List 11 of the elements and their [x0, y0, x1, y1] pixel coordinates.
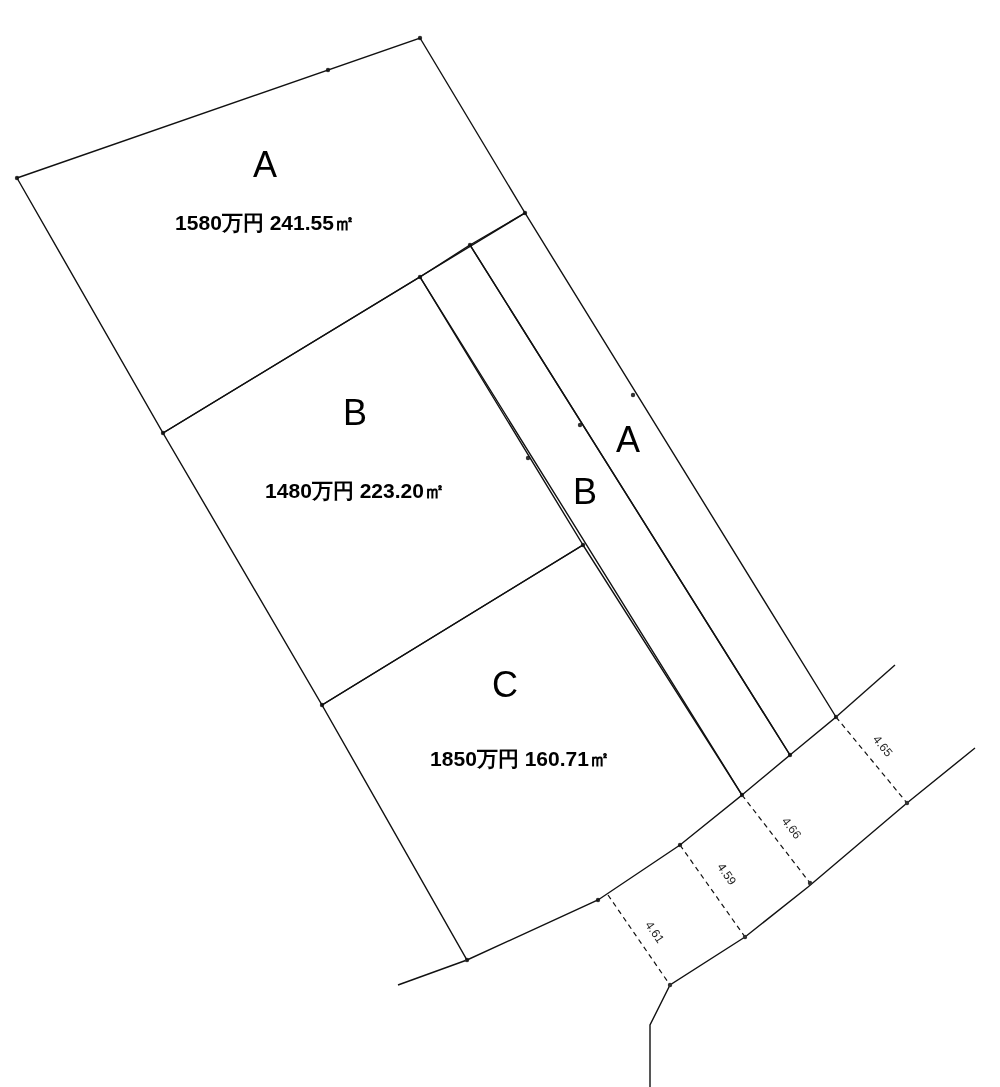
lot-letter: B	[343, 395, 367, 431]
price-and-area: 1580万円 241.55㎡	[175, 211, 355, 233]
dimension-value: 4.65	[870, 733, 895, 759]
dimension-value: 4.66	[779, 815, 804, 841]
lot-letter: A	[616, 422, 640, 458]
dimension-value: 4.59	[714, 861, 738, 887]
lot-letter: C	[492, 667, 518, 703]
price-and-area: 1850万円 160.71㎡	[430, 747, 610, 769]
price-and-area: 1480万円 223.20㎡	[265, 479, 445, 501]
lot-letter: B	[573, 474, 597, 510]
lot-letter: A	[253, 147, 277, 183]
